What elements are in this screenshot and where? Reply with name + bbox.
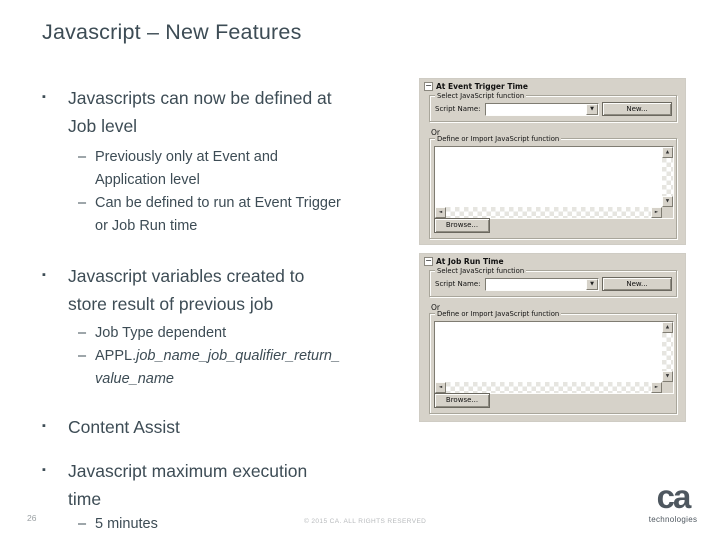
square-bullet-icon: ▪	[42, 91, 46, 103]
ca-logo-mark: ca	[656, 478, 692, 515]
dropdown-arrow-icon[interactable]: ▼	[586, 278, 598, 290]
at-event-trigger-time-panel: − At Event Trigger Time Select JavaScrip…	[419, 78, 686, 245]
sub-bullet-text: Previously only at Event and Application…	[95, 149, 278, 188]
or-label: Or	[431, 303, 440, 312]
sub-bullet-text: APPL.job_name_job_qualifier_return_ valu…	[95, 345, 340, 391]
sub-bullet: – APPL.job_name_job_qualifier_return_ va…	[78, 345, 420, 391]
groupbox-label: Define or Import JavaScript function	[435, 310, 562, 318]
script-name-combobox[interactable]: ▼	[485, 102, 599, 116]
sub-bullet: – Previously only at Event and Applicati…	[78, 146, 420, 192]
scrollbar-corner	[662, 207, 673, 218]
scroll-right-icon[interactable]: ►	[651, 207, 662, 218]
bullet-text: Javascript variables created to store re…	[68, 266, 305, 314]
dash-bullet-icon: –	[78, 195, 87, 211]
ca-logo: ca technologies	[638, 478, 708, 525]
scroll-down-icon[interactable]: ▼	[662, 371, 673, 382]
dash-bullet-icon: –	[78, 516, 87, 532]
script-name-label: Script Name:	[435, 105, 481, 113]
sub-bullet-group: – Previously only at Event and Applicati…	[78, 146, 420, 238]
new-button[interactable]: New...	[602, 277, 672, 291]
horizontal-scrollbar[interactable]: ◄ ►	[435, 207, 662, 218]
groupbox-label: Select JavaScript function	[435, 92, 527, 100]
bullet-item: ▪ Javascript maximum execution time	[42, 457, 420, 513]
script-name-combobox[interactable]: ▼	[485, 277, 599, 291]
dash-bullet-icon: –	[78, 325, 87, 341]
square-bullet-icon: ▪	[42, 420, 46, 432]
scroll-left-icon[interactable]: ◄	[435, 207, 446, 218]
select-script-groupbox: Select JavaScript function Script Name: …	[429, 92, 677, 122]
scrollbar-track[interactable]	[446, 382, 651, 393]
script-text-area[interactable]	[435, 322, 662, 382]
variable-name-italic: job_name_job_qualifier_return_	[136, 348, 341, 364]
define-script-groupbox: Define or Import JavaScript function ▲ ▼…	[429, 310, 677, 414]
scrollbar-track[interactable]	[446, 207, 651, 218]
at-job-run-time-panel: − At Job Run Time Select JavaScript func…	[419, 253, 686, 422]
script-editor[interactable]: ▲ ▼ ◄ ►	[434, 146, 674, 219]
sub-bullet: – Can be defined to run at Event Trigger…	[78, 192, 420, 238]
scrollbar-track[interactable]	[662, 333, 673, 371]
dropdown-arrow-icon[interactable]: ▼	[586, 103, 598, 115]
script-editor[interactable]: ▲ ▼ ◄ ►	[434, 321, 674, 394]
scroll-left-icon[interactable]: ◄	[435, 382, 446, 393]
bullet-item: ▪ Content Assist	[42, 413, 420, 441]
scroll-down-icon[interactable]: ▼	[662, 196, 673, 207]
page-number: 26	[27, 513, 37, 523]
square-bullet-icon: ▪	[42, 464, 46, 476]
bullet-item: ▪ Javascript variables created to store …	[42, 262, 420, 318]
new-button[interactable]: New...	[602, 102, 672, 116]
scroll-up-icon[interactable]: ▲	[662, 147, 673, 158]
sub-bullet: – Job Type dependent	[78, 322, 420, 345]
groupbox-label: Define or Import JavaScript function	[435, 135, 562, 143]
scrollbar-corner	[662, 382, 673, 393]
select-script-groupbox: Select JavaScript function Script Name: …	[429, 267, 677, 297]
groupbox-label: Select JavaScript function	[435, 267, 527, 275]
section-header: − At Event Trigger Time	[424, 82, 528, 91]
bullet-item: ▪ Javascripts can now be defined at Job …	[42, 84, 420, 140]
sub-bullet-group: – 5 minutes	[78, 513, 420, 536]
section-title: At Event Trigger Time	[436, 82, 528, 91]
or-label: Or	[431, 128, 440, 137]
horizontal-scrollbar[interactable]: ◄ ►	[435, 382, 662, 393]
sub-bullet-text: 5 minutes	[95, 516, 158, 532]
dash-bullet-icon: –	[78, 149, 87, 165]
copyright-text: © 2015 CA. ALL RIGHTS RESERVED	[304, 518, 427, 525]
vertical-scrollbar[interactable]: ▲ ▼	[662, 322, 673, 382]
sub-bullet: – 5 minutes	[78, 513, 420, 536]
bullet-text: Javascripts can now be defined at Job le…	[68, 88, 332, 136]
scroll-up-icon[interactable]: ▲	[662, 322, 673, 333]
vertical-scrollbar[interactable]: ▲ ▼	[662, 147, 673, 207]
sub-bullet-text: Job Type dependent	[95, 325, 227, 341]
script-name-label: Script Name:	[435, 280, 481, 288]
variable-prefix: APPL.	[95, 348, 137, 364]
variable-name-italic: value_name	[95, 371, 174, 387]
browse-button[interactable]: Browse...	[434, 218, 490, 233]
script-text-area[interactable]	[435, 147, 662, 207]
sub-bullet-text: Can be defined to run at Event Trigger o…	[95, 195, 341, 234]
bullet-text: Content Assist	[68, 417, 180, 437]
collapse-icon[interactable]: −	[424, 81, 433, 91]
section-header: − At Job Run Time	[424, 257, 504, 266]
scrollbar-track[interactable]	[662, 158, 673, 196]
dash-bullet-icon: –	[78, 348, 87, 364]
square-bullet-icon: ▪	[42, 269, 46, 281]
ca-logo-subtext: technologies	[648, 515, 698, 524]
sub-bullet-group: – Job Type dependent – APPL.job_name_job…	[78, 322, 420, 391]
bullet-list: ▪ Javascripts can now be defined at Job …	[42, 84, 420, 536]
collapse-icon[interactable]: −	[424, 256, 433, 266]
browse-button[interactable]: Browse...	[434, 393, 490, 408]
bullet-text: Javascript maximum execution time	[68, 461, 308, 509]
page-title: Javascript – New Features	[42, 20, 302, 44]
section-title: At Job Run Time	[436, 257, 504, 266]
define-script-groupbox: Define or Import JavaScript function ▲ ▼…	[429, 135, 677, 239]
scroll-right-icon[interactable]: ►	[651, 382, 662, 393]
